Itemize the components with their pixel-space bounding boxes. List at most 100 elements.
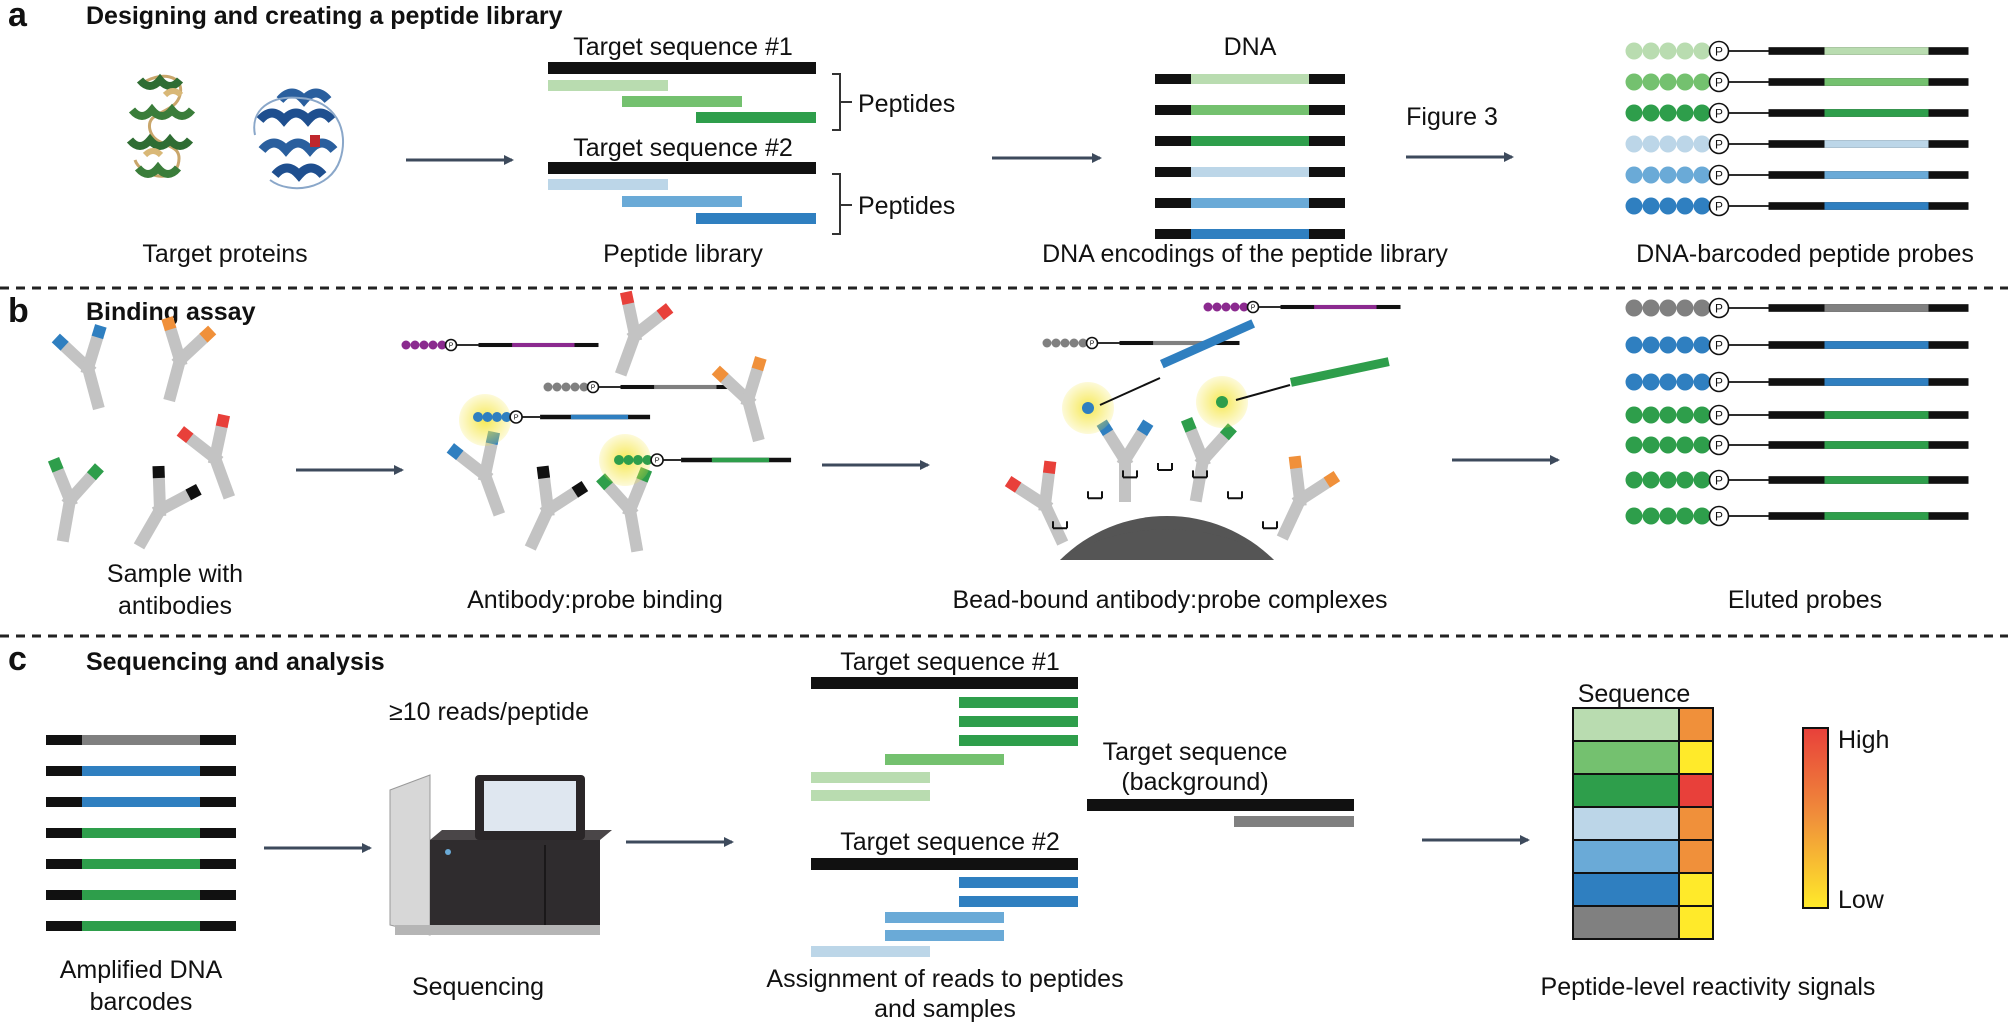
dna-strand: [1155, 105, 1345, 115]
bead-linker: [1087, 491, 1103, 500]
panel-c: c Sequencing and analysis Amplified DNA …: [8, 640, 1889, 1023]
background-sequence-bar: [1087, 799, 1354, 811]
bead-linker: [1192, 470, 1208, 479]
probe-bound-green: P: [614, 453, 792, 467]
assignment-label-2: and samples: [874, 995, 1016, 1023]
peptide-probe: P: [1625, 40, 1969, 62]
probe-bar-blue: [1160, 319, 1256, 369]
target-sequence-2-bar: [548, 162, 816, 174]
background-label-1: Target sequence: [1103, 738, 1288, 766]
bead-bound-complexes: PP: [1004, 300, 1401, 546]
amplified-barcode: [46, 921, 236, 931]
probe-gray: P: [543, 380, 741, 394]
phosphate-symbol: P: [655, 456, 660, 465]
read-bar: [959, 697, 1078, 708]
peptide-2b: [622, 196, 742, 207]
amplified-barcode: [46, 766, 236, 776]
phosphate-symbol: P: [1715, 44, 1723, 58]
amplified-barcode: [46, 890, 236, 900]
phosphate-symbol: P: [1715, 509, 1723, 523]
read-assignment: [811, 677, 1078, 957]
heatmap-sequence-cell: [1572, 707, 1680, 742]
panel-b: b Binding assay Sample with antibodies P…: [8, 290, 1969, 620]
amplified-barcode: [46, 859, 236, 869]
peptide-1c: [696, 112, 816, 123]
phosphate-symbol: P: [1715, 168, 1723, 182]
eluted-probe: P: [1625, 334, 1969, 356]
heatmap-sequence-cell: [1572, 839, 1680, 874]
phosphate-symbol: P: [449, 342, 454, 349]
antibody-icon: [161, 316, 217, 403]
phosphate-symbol: P: [1715, 408, 1723, 422]
read-bar: [959, 716, 1078, 727]
antibody-icon: [1276, 455, 1341, 541]
target-sequence-1-label: Target sequence #1: [573, 33, 793, 61]
probe-bound-blue: P: [473, 410, 651, 424]
protein-1-icon: [126, 73, 196, 178]
dna-encodings-label: DNA encodings of the peptide library: [1042, 240, 1448, 268]
heatmap-sequence-cell: [1572, 905, 1680, 940]
peptide-1a: [548, 80, 668, 91]
c-target-sequence-1-bar: [811, 677, 1078, 689]
phosphate-symbol: P: [591, 384, 596, 391]
bead-linker: [1262, 521, 1278, 530]
amplified-barcode: [46, 797, 236, 807]
probe-gray: P: [1042, 336, 1240, 350]
panel-a: a Designing and creating a peptide libra…: [8, 0, 1974, 268]
phosphate-symbol: P: [1715, 301, 1723, 315]
sequence-header: Sequence: [1578, 680, 1691, 708]
peptide-1b: [622, 96, 742, 107]
dna-strand: [1155, 74, 1345, 84]
phosphate-symbol: P: [1251, 304, 1256, 311]
probe-bar-green: [1289, 357, 1390, 387]
target-proteins-label: Target proteins: [142, 240, 307, 268]
read-bar: [959, 896, 1078, 907]
c-target-sequence-2-bar: [811, 858, 1078, 870]
peptides-label-2: Peptides: [858, 192, 955, 220]
dna-strand: [1155, 167, 1345, 177]
eluted-probe: P: [1625, 505, 1969, 527]
phosphate-symbol: P: [1090, 340, 1095, 347]
protein-2-icon: [253, 88, 345, 190]
phosphate-symbol: P: [1715, 137, 1723, 151]
phosphate-symbol: P: [1715, 106, 1723, 120]
peptide-probe: P: [1625, 164, 1969, 186]
sequencing-label: Sequencing: [412, 973, 544, 1001]
antibody-icon: [176, 413, 236, 500]
read-bar: [885, 754, 1004, 765]
heatmap-sequence-cell: [1572, 806, 1680, 841]
bound-bead: [1082, 402, 1094, 414]
probe-link: [1099, 377, 1161, 406]
eluted-probe: P: [1625, 297, 1969, 319]
antibody-icon: [1096, 419, 1154, 502]
eluted-probe: P: [1625, 404, 1969, 426]
probe-purple: P: [1203, 300, 1401, 314]
high-label: High: [1838, 726, 1889, 754]
antibody-icon: [51, 324, 107, 411]
panel-c-letter: c: [8, 640, 27, 678]
peptide-probe: P: [1625, 102, 1969, 124]
antibody-icon: [614, 290, 674, 377]
panel-a-letter: a: [8, 0, 28, 34]
read-bar: [811, 946, 930, 957]
peptide-probe: P: [1625, 71, 1969, 93]
phosphate-symbol: P: [1715, 75, 1723, 89]
bead-body: [1060, 529, 1274, 560]
phosphate-symbol: P: [514, 413, 519, 422]
binding-label: Antibody:probe binding: [467, 586, 723, 614]
heatmap-signal-cell: [1678, 740, 1714, 775]
antibody-probe-binding: P P P P: [401, 290, 792, 553]
heatmap-signal-cell: [1678, 905, 1714, 940]
c-target-sequence-1-label: Target sequence #1: [840, 648, 1060, 676]
target-sequence-1-bar: [548, 62, 816, 74]
heatmap-sequence-cell: [1572, 872, 1680, 907]
sample-label-2: antibodies: [118, 592, 232, 620]
eluted-probe: P: [1625, 434, 1969, 456]
antibodies: [47, 316, 236, 550]
bead-linker: [1122, 470, 1138, 479]
panel-a-title: Designing and creating a peptide library: [86, 2, 563, 30]
low-label: Low: [1838, 886, 1885, 914]
bound-bead: [1216, 396, 1228, 408]
